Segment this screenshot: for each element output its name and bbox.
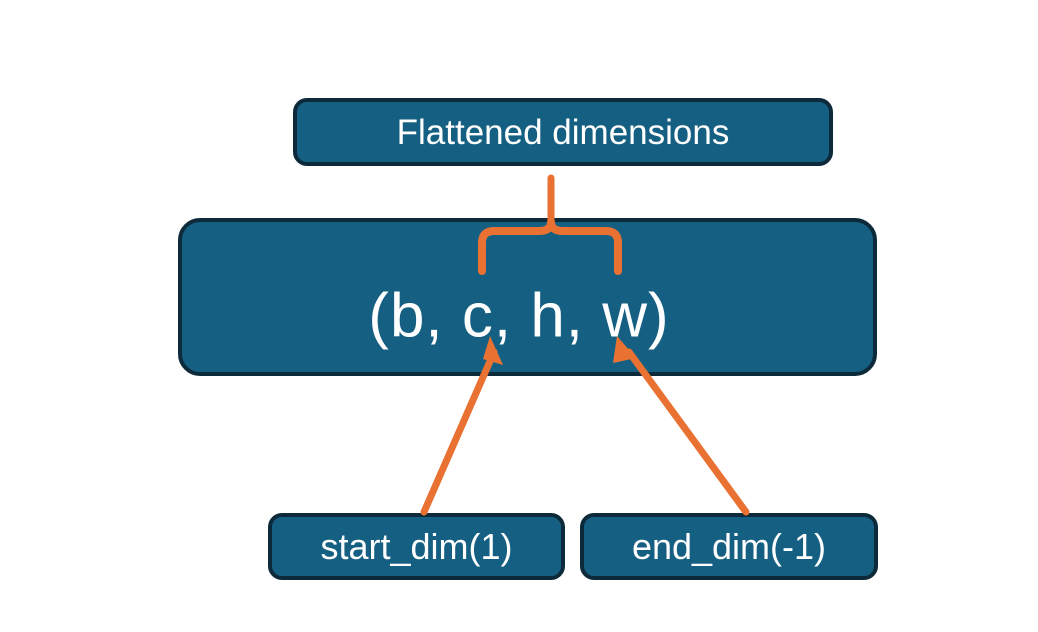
flattened-dimensions-label: Flattened dimensions — [396, 112, 730, 152]
start-dim-node[interactable]: start_dim(1) — [268, 513, 565, 580]
end-dim-arrow-line — [625, 348, 750, 516]
flattened-dimensions-node[interactable]: Flattened dimensions — [293, 98, 833, 166]
end-dim-label: end_dim(-1) — [631, 525, 827, 567]
start-dim-label: start_dim(1) — [320, 525, 513, 567]
tensor-shape-node[interactable] — [178, 218, 877, 376]
start-dim-arrow-line — [420, 348, 498, 516]
end-dim-node[interactable]: end_dim(-1) — [580, 513, 878, 580]
